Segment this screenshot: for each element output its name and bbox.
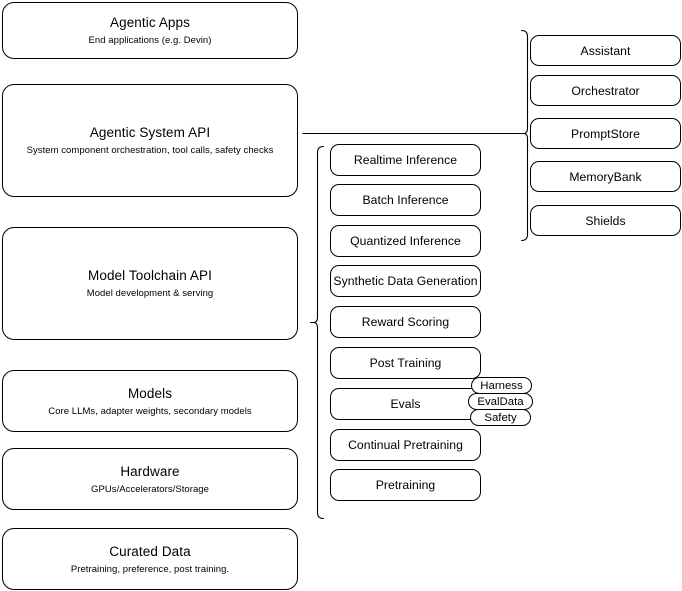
layer-title: Hardware [120, 463, 180, 479]
layer-title: Curated Data [109, 543, 191, 559]
eval-tag-evaldata[interactable]: EvalData [468, 393, 533, 410]
layer-models[interactable]: Models Core LLMs, adapter weights, secon… [2, 370, 298, 432]
layer-agentic-system-api[interactable]: Agentic System API System component orch… [2, 84, 298, 197]
system-item-memorybank[interactable]: MemoryBank [530, 161, 681, 192]
toolchain-item-quantized-inference[interactable]: Quantized Inference [330, 225, 481, 257]
layer-title: Agentic Apps [109, 15, 190, 30]
layer-subtitle: Core LLMs, adapter weights, secondary mo… [48, 405, 252, 417]
toolchain-item-batch-inference[interactable]: Batch Inference [330, 184, 481, 216]
layer-curated-data[interactable]: Curated Data Pretraining, preference, po… [2, 528, 298, 590]
toolchain-items-brace [309, 145, 325, 520]
layer-title: Model Toolchain API [88, 268, 212, 283]
system-item-promptstore[interactable]: PromptStore [530, 118, 681, 149]
toolchain-item-synthetic-data-generation[interactable]: Synthetic Data Generation [330, 265, 481, 297]
toolchain-item-realtime-inference[interactable]: Realtime Inference [330, 144, 481, 176]
system-components-brace [519, 29, 529, 242]
layer-agentic-apps[interactable]: Agentic Apps End applications (e.g. Devi… [2, 2, 298, 59]
layer-subtitle: System component orchestration, tool cal… [26, 145, 274, 156]
toolchain-item-continual-pretraining[interactable]: Continual Pretraining [330, 429, 481, 461]
eval-tag-harness[interactable]: Harness [471, 377, 532, 394]
eval-tag-safety[interactable]: Safety [470, 409, 531, 426]
layer-title: Agentic System API [89, 125, 211, 140]
toolchain-item-reward-scoring[interactable]: Reward Scoring [330, 306, 481, 338]
layer-subtitle: GPUs/Accelerators/Storage [91, 483, 209, 495]
layer-subtitle: End applications (e.g. Devin) [88, 35, 212, 46]
toolchain-item-evals[interactable]: Evals [330, 388, 481, 420]
layer-hardware[interactable]: Hardware GPUs/Accelerators/Storage [2, 448, 298, 510]
system-item-shields[interactable]: Shields [530, 205, 681, 236]
layer-subtitle: Model development & serving [86, 288, 214, 299]
system-item-assistant[interactable]: Assistant [530, 35, 681, 66]
layer-model-toolchain-api[interactable]: Model Toolchain API Model development & … [2, 227, 298, 340]
toolchain-item-post-training[interactable]: Post Training [330, 347, 481, 379]
toolchain-item-pretraining[interactable]: Pretraining [330, 469, 481, 501]
layer-subtitle: Pretraining, preference, post training. [70, 563, 230, 575]
layer-title: Models [127, 385, 173, 401]
system-item-orchestrator[interactable]: Orchestrator [530, 75, 681, 106]
